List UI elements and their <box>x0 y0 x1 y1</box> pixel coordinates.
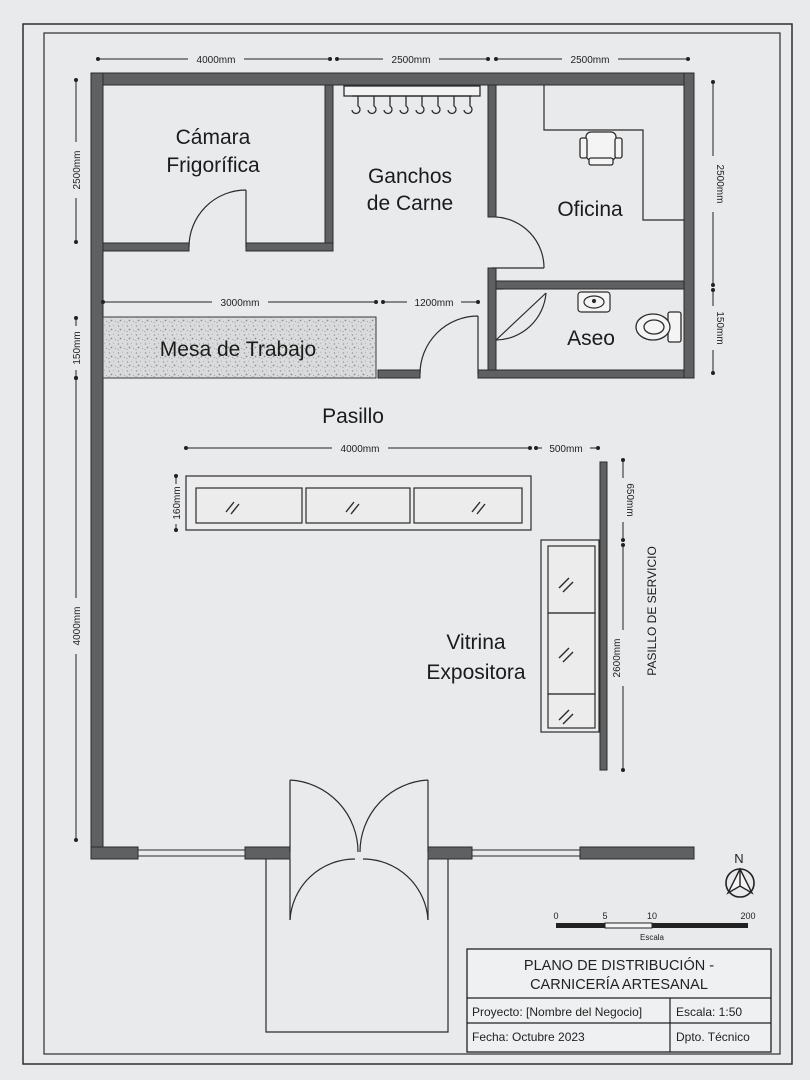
label-ganchos-2: de Carne <box>367 192 453 215</box>
office-chair-icon <box>579 131 623 166</box>
dim-vitrina-right-gap: 650mm <box>624 483 635 516</box>
label-camara-2: Frigorífica <box>166 154 260 177</box>
interior-walls <box>102 84 685 379</box>
dimension-labels: 4000mm 2500mm 2500mm 2500mm 150mm 4000mm… <box>69 52 725 686</box>
dim-vitrina-side: 2600mm <box>612 639 623 678</box>
dim-left-middle: 150mm <box>72 331 83 364</box>
display-counter-top <box>185 475 532 531</box>
room-labels: Cámara Frigorífica Ganchos de Carne Ofic… <box>160 126 659 684</box>
scale-tick-0: 0 <box>553 911 558 921</box>
dim-top-left: 4000mm <box>197 55 236 66</box>
title-project: Proyecto: [Nombre del Negocio] <box>472 1005 642 1019</box>
doors <box>188 189 547 921</box>
dim-left-upper: 2500mm <box>72 151 83 190</box>
title-department: Dpto. Técnico <box>676 1030 750 1044</box>
title-block: PLANO DE DISTRIBUCIÓN - CARNICERÍA ARTES… <box>466 948 772 1053</box>
label-pasillo: Pasillo <box>322 405 384 428</box>
label-vitrina-2: Expositora <box>426 661 526 684</box>
scale-tick-5: 5 <box>602 911 607 921</box>
label-mesa: Mesa de Trabajo <box>160 338 316 361</box>
title-line-2: CARNICERÍA ARTESANAL <box>530 976 708 993</box>
scale-tick-200: 200 <box>740 911 755 921</box>
label-oficina: Oficina <box>557 198 623 221</box>
dim-top-right: 2500mm <box>571 55 610 66</box>
title-date: Fecha: Octubre 2023 <box>472 1030 585 1044</box>
label-vitrina-1: Vitrina <box>446 631 505 654</box>
scale-bar: 0 5 10 200 Escala <box>553 911 755 942</box>
dim-top-middle: 2500mm <box>392 55 431 66</box>
service-divider <box>599 461 608 771</box>
dim-vitrina-top: 4000mm <box>341 444 380 455</box>
label-camara-1: Cámara <box>176 126 251 149</box>
label-aseo: Aseo <box>567 327 615 350</box>
dim-mesa: 3000mm <box>221 298 260 309</box>
label-ganchos-1: Ganchos <box>368 165 452 188</box>
frame-outer <box>22 23 793 1065</box>
exterior-walls <box>90 72 695 860</box>
work-table <box>102 316 377 379</box>
sink-icon <box>577 291 611 313</box>
entrance-walkway <box>265 859 449 1033</box>
compass-icon: N <box>725 851 755 898</box>
title-line-1: PLANO DE DISTRIBUCIÓN - <box>524 957 714 974</box>
compass-label: N <box>734 851 743 866</box>
dim-right-upper: 2500mm <box>714 165 725 204</box>
dim-door-gap: 1200mm <box>415 298 454 309</box>
dim-vitrina-depth: 160mm <box>172 486 183 519</box>
dim-left-lower: 4000mm <box>72 607 83 646</box>
meat-hook-rail <box>343 85 481 115</box>
front-windows <box>138 849 580 857</box>
display-counter-side <box>540 539 600 733</box>
dim-vitrina-gap: 500mm <box>549 444 582 455</box>
title-scale: Escala: 1:50 <box>676 1005 742 1019</box>
scale-caption: Escala <box>640 933 665 942</box>
toilet-icon <box>635 311 682 343</box>
scale-tick-10: 10 <box>647 911 657 921</box>
oficina-partition <box>543 85 684 221</box>
label-pasillo-servicio: PASILLO DE SERVICIO <box>645 546 659 676</box>
dim-right-middle: 150mm <box>714 311 725 344</box>
frame-inner <box>43 32 781 1055</box>
